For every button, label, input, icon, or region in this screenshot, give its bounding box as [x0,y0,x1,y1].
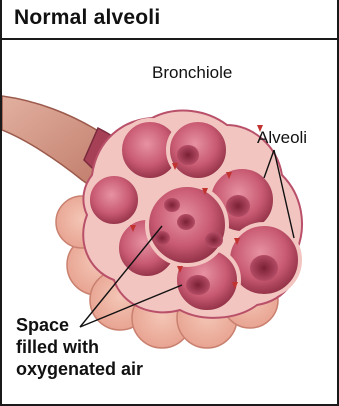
label-space-line3: oxygenated air [16,358,143,380]
figure-title: Normal alveoli [14,6,160,30]
label-bronchiole: Bronchiole [152,62,232,84]
label-alveoli: Alveoli [257,127,307,149]
title-bar: Normal alveoli [2,0,339,40]
label-space-line2: filled with [16,336,143,358]
label-space-line1: Space [16,314,143,336]
label-space-oxygenated-air: Space filled with oxygenated air [16,314,143,380]
